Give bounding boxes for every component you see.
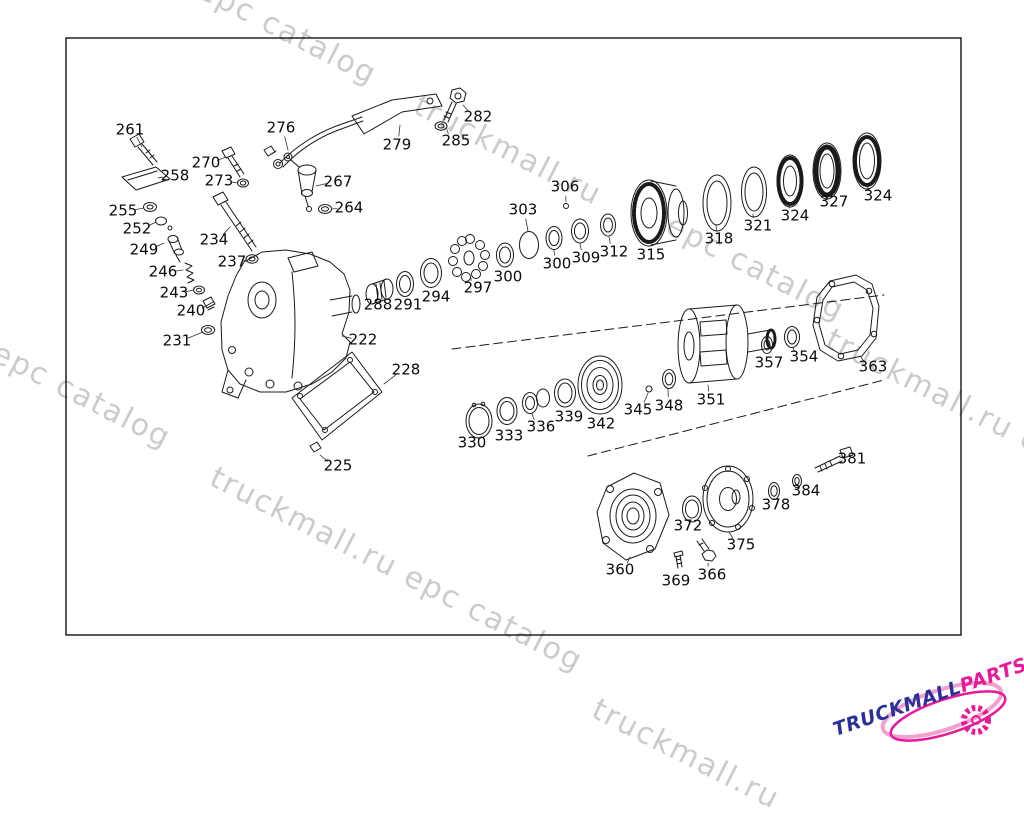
bearing-cover-360 (597, 473, 669, 560)
ring-318 (703, 175, 731, 231)
plug-240 (203, 297, 215, 310)
bracket-279 (352, 94, 442, 134)
clutch-hub-315 (631, 180, 688, 246)
gear-ring-324a (777, 155, 803, 207)
washer-252 (156, 217, 173, 230)
washer-264 (319, 205, 332, 214)
ring-300a (497, 243, 514, 267)
valve-249 (168, 236, 184, 263)
washer-273 (238, 179, 249, 187)
bolt-261 (130, 134, 157, 165)
ring-339 (555, 379, 576, 407)
ring-372 (683, 496, 702, 522)
bolt-234 (213, 192, 256, 251)
washer-255 (144, 203, 157, 212)
pin-306 (564, 204, 569, 209)
rings-336 (523, 389, 550, 414)
diagram-frame (66, 38, 961, 635)
washer-231 (202, 326, 215, 335)
bearing-stack-342 (578, 356, 622, 414)
planet-carrier-351 (678, 305, 775, 383)
ring-321 (742, 167, 767, 217)
snap-ring-330 (466, 402, 492, 438)
bolt-270 (222, 147, 244, 177)
ring-354 (785, 327, 800, 348)
ring-348 (663, 370, 676, 389)
spring-246 (185, 263, 194, 283)
stud-369 (674, 551, 683, 568)
washer-243 (194, 286, 205, 294)
ring-309 (572, 219, 589, 243)
plate-258 (122, 167, 170, 190)
ring-333 (497, 398, 517, 425)
ring-291 (397, 272, 414, 297)
ring-294 (421, 259, 442, 288)
washer-285 (435, 122, 447, 130)
washer-237 (246, 255, 258, 263)
pin-345 (646, 386, 652, 392)
svg-text:TRUCKMALLPARTS: TRUCKMALLPARTS (830, 654, 1024, 741)
roller-cage-297 (449, 235, 490, 282)
gasket-228 (292, 352, 382, 440)
bolt-381 (815, 447, 853, 472)
washer-384 (793, 475, 802, 488)
knurled-ring-327 (813, 143, 841, 199)
ring-378 (769, 483, 780, 500)
needle-bearing-288 (366, 279, 393, 304)
snap-ring-303 (520, 232, 539, 259)
hose-276 (264, 117, 363, 169)
brand-logo: TRUCKMALLPARTS (824, 646, 1024, 750)
ring-300b (546, 227, 562, 250)
leader-lines (135, 105, 869, 566)
output-flange-375 (703, 466, 755, 532)
gasket-363 (813, 275, 879, 361)
diagram-art (0, 0, 1024, 750)
pin-225 (310, 442, 321, 452)
housing-222 (221, 250, 360, 398)
ring-312 (601, 214, 616, 236)
bolt-366 (697, 539, 716, 561)
section-dash-line-lower (588, 380, 884, 456)
gear-ring-324b (853, 133, 881, 189)
